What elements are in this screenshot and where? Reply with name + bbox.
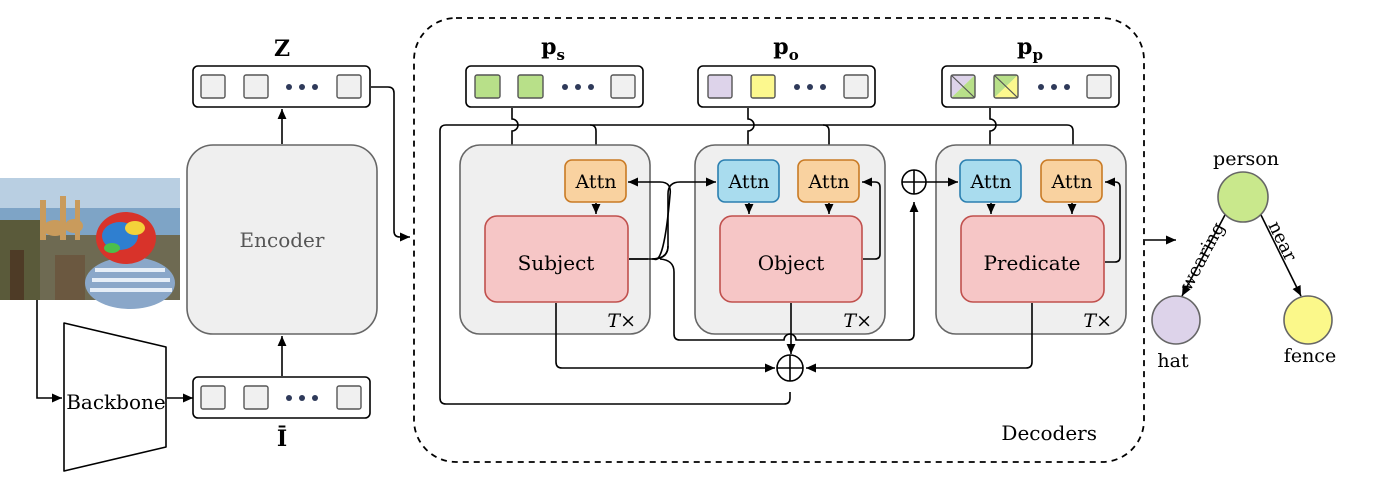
svg-text:ps: ps	[541, 34, 565, 64]
node-person-label: person	[1213, 148, 1279, 170]
svg-text:pp: pp	[1017, 34, 1043, 64]
node-hat	[1151, 295, 1201, 345]
predicate-cross-attn-block	[959, 159, 1022, 203]
backbone-block: Backbone	[63, 322, 167, 472]
attn-label: Attn	[808, 171, 850, 193]
object-cross-attn-block	[717, 159, 780, 203]
scene-graph: person hat fence wearing near	[1151, 148, 1336, 372]
sum-node-top	[901, 169, 927, 195]
attn-label: Attn	[575, 171, 617, 193]
encoder-output-label: Z	[274, 36, 290, 62]
node-fence	[1283, 295, 1333, 345]
edge-wearing-label: wearing	[1176, 219, 1229, 294]
predicate-label: Predicate	[983, 251, 1080, 275]
encoder-label: Encoder	[240, 228, 325, 252]
backbone-label: Backbone	[66, 390, 166, 414]
image-features-label: Ī	[277, 425, 287, 452]
svg-text:po: po	[773, 34, 798, 64]
repeat-label: T×	[607, 310, 636, 332]
subject-label: Subject	[518, 251, 595, 275]
decoders-title: Decoders	[1001, 421, 1097, 445]
object-label: Object	[758, 251, 824, 275]
encoder-output-tokens	[192, 65, 371, 108]
object-module	[719, 215, 863, 303]
node-person	[1217, 171, 1269, 223]
subject-module	[484, 215, 629, 303]
repeat-label: T×	[1083, 310, 1112, 332]
sum-node-bottom	[776, 354, 804, 382]
attn-label: Attn	[728, 171, 770, 193]
predicate-queries: pp	[941, 34, 1120, 108]
child-figure	[85, 212, 175, 309]
predicate-module	[960, 215, 1105, 303]
repeat-label: T×	[843, 310, 872, 332]
image-feature-tokens	[192, 376, 371, 419]
predicate-attn-block	[1040, 159, 1103, 203]
giraffe-figure	[40, 196, 83, 240]
attn-label: Attn	[1051, 171, 1093, 193]
decoders-container	[413, 17, 1145, 463]
object-queries: po	[697, 34, 876, 108]
subject-queries: ps	[465, 34, 644, 108]
node-fence-label: fence	[1284, 345, 1336, 367]
object-decoder: Attn Attn Object T×	[694, 144, 886, 335]
subject-attn-block	[564, 159, 627, 203]
attn-label: Attn	[970, 171, 1012, 193]
edge-near-label: near	[1264, 218, 1301, 265]
subject-decoder: Attn Subject T×	[459, 144, 651, 335]
input-image	[0, 178, 180, 309]
encoder-block: Encoder	[186, 144, 378, 335]
object-attn-block	[797, 159, 860, 203]
node-hat-label: hat	[1157, 350, 1189, 372]
predicate-decoder: Attn Attn Predicate T×	[935, 144, 1127, 335]
